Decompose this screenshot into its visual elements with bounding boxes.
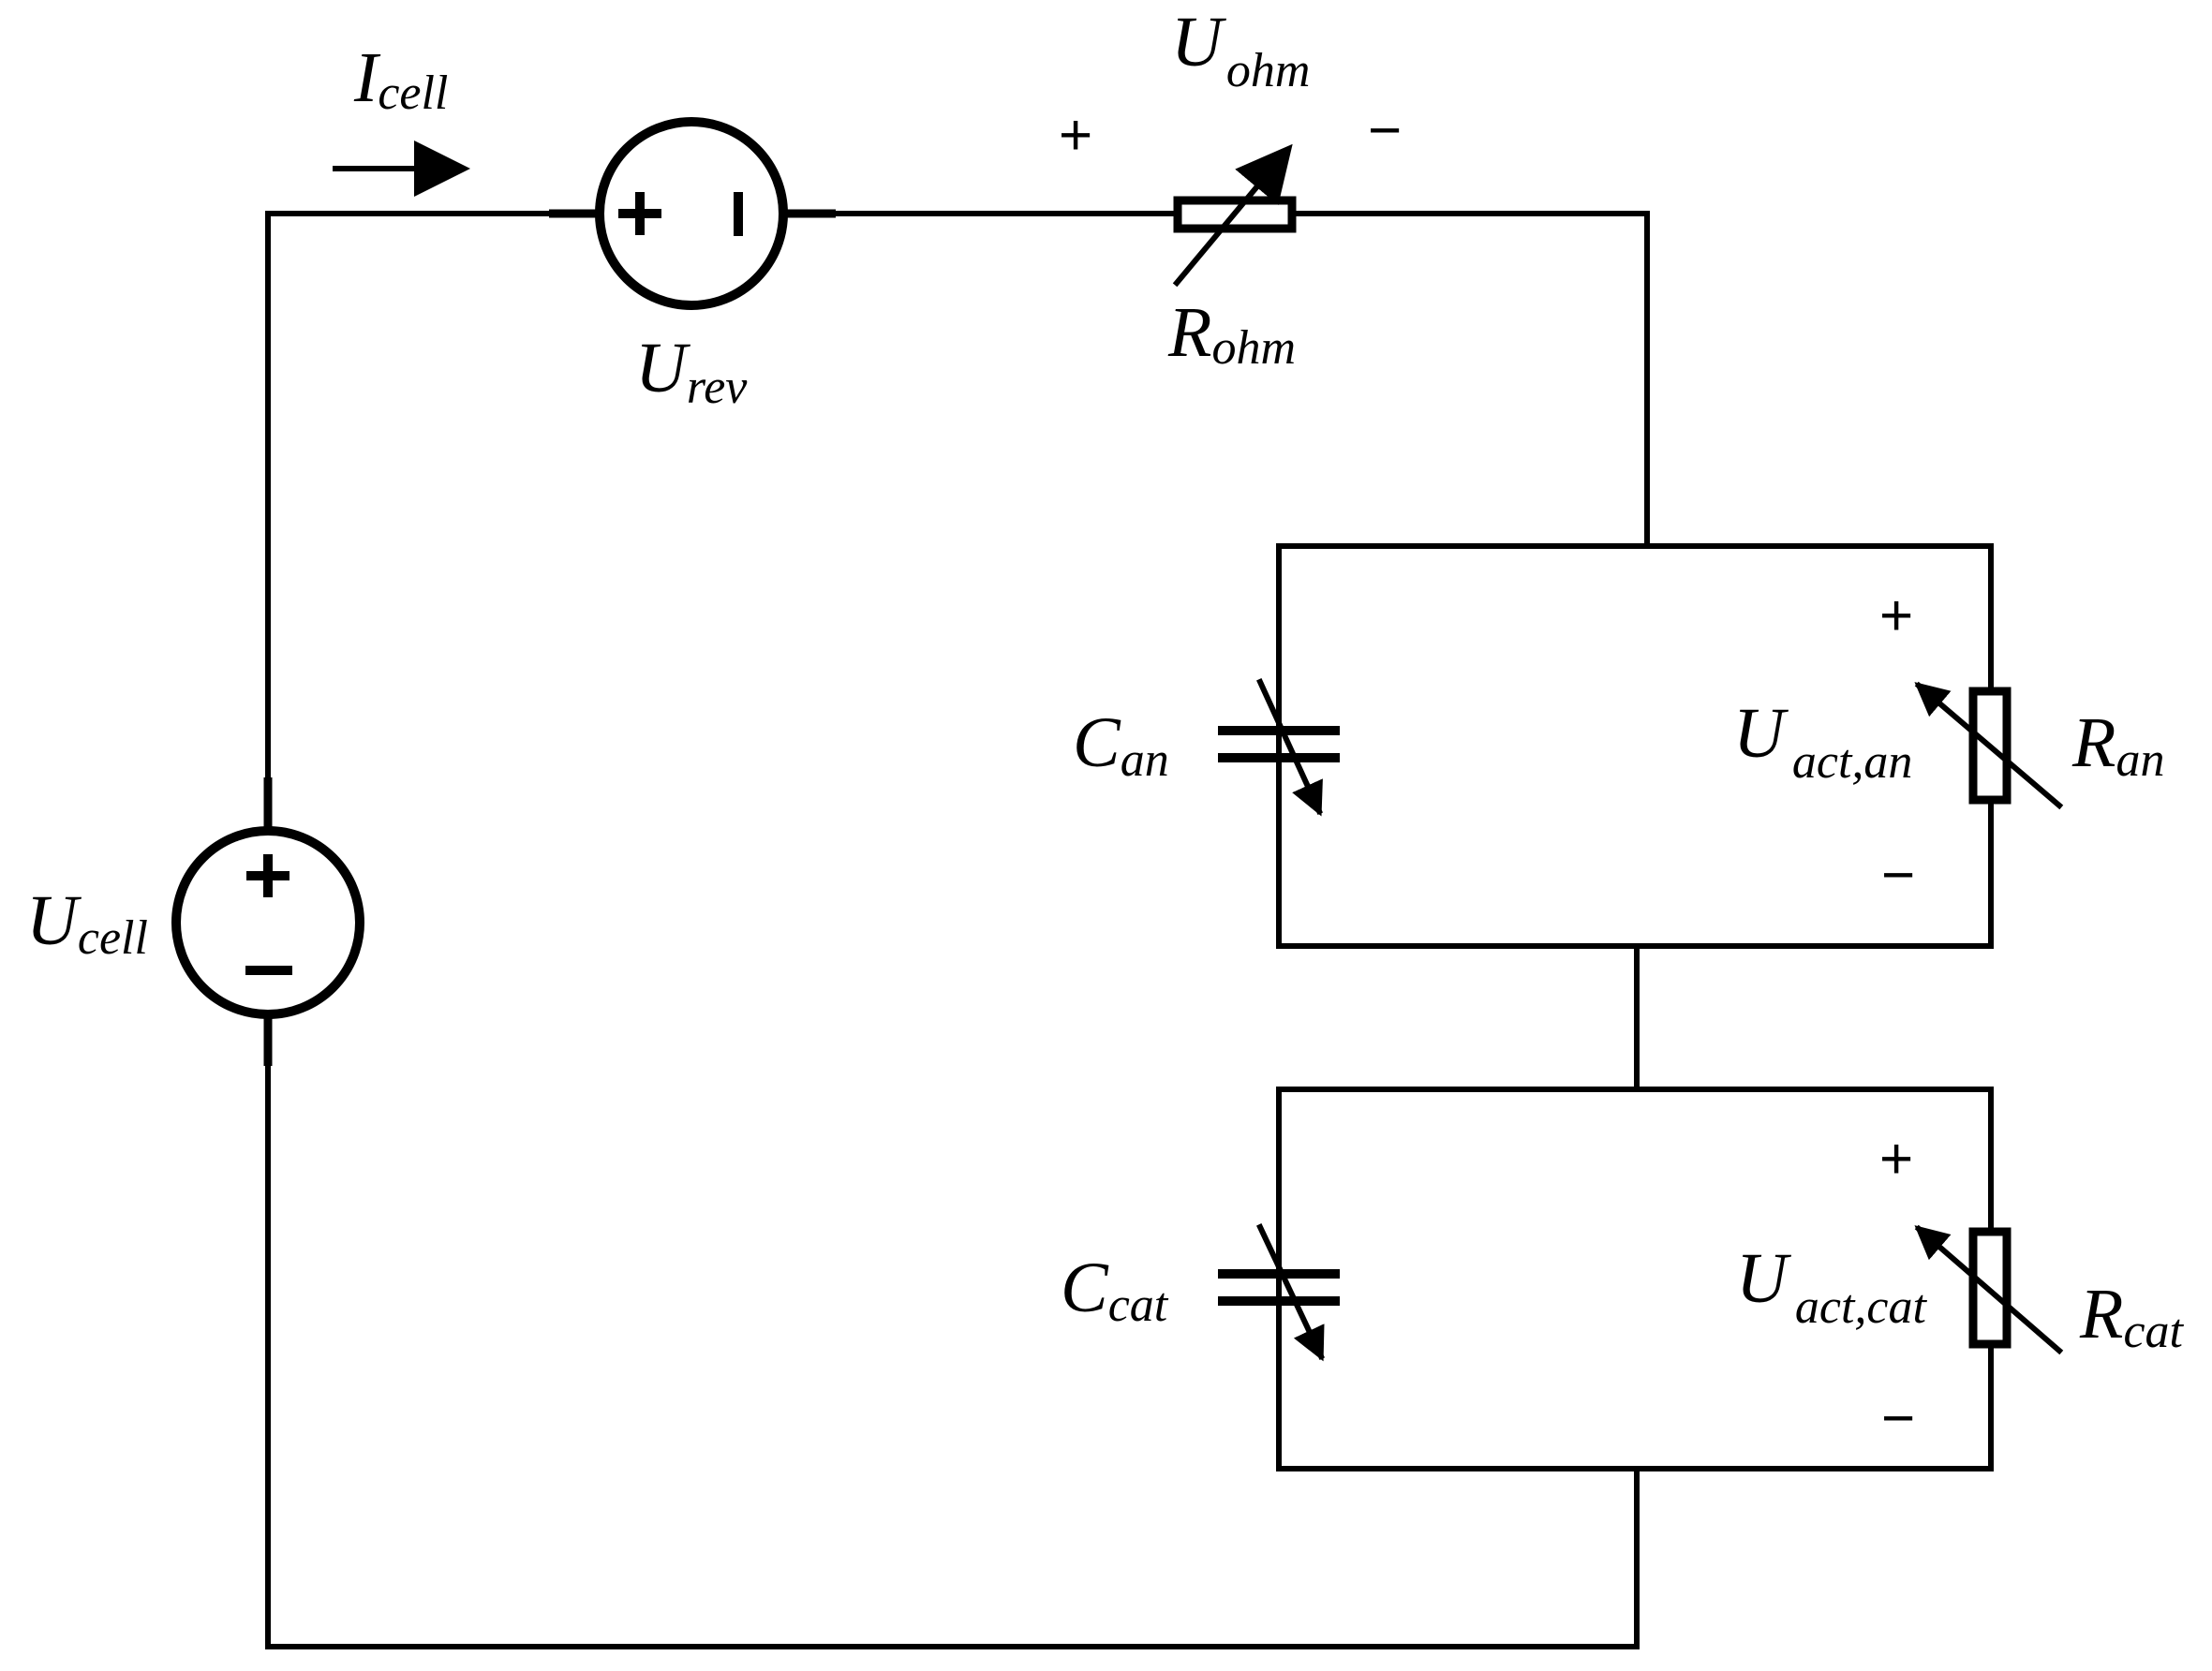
label-r-cat: Rcat [2079,1275,2185,1358]
label-u-ohm: Uohm [1171,3,1310,97]
label-u-rev: Urev [635,329,748,414]
cathode-variable-resistor [1914,1224,2064,1355]
variable-arrow-icon [1256,678,1323,817]
wire-top-right [1292,211,1650,549]
label-r-an: Ran [2071,703,2164,787]
variable-arrow-icon [1256,1223,1325,1362]
cathode-minus-sign: − [1881,1386,1915,1451]
variable-arrow-icon [1914,1224,2064,1355]
plus-icon [246,854,289,897]
plus-icon [618,192,661,235]
label-c-cat: Ccat [1061,1249,1169,1332]
label-u-cell: Ucell [26,881,148,965]
anode-variable-capacitor [1218,678,1340,817]
anode-minus-sign: − [1881,843,1915,908]
cathode-plus-sign: + [1879,1127,1913,1191]
wire-left-bottom [265,1030,1640,1649]
label-c-an: Can [1073,703,1169,787]
anode-variable-resistor [1914,681,2064,810]
ohm-minus-sign: − [1368,98,1402,163]
label-i-cell: Icell [353,38,448,120]
circuit-wires [265,211,1994,1649]
anode-plus-sign: + [1879,584,1913,648]
variable-arrow-icon [1172,143,1293,288]
ohm-plus-sign: + [1059,103,1092,168]
label-r-ohm: Rohm [1167,293,1296,375]
ohmic-variable-resistor [1172,143,1297,288]
cell-voltage-source [171,777,364,1066]
cathode-variable-capacitor [1218,1223,1340,1362]
wire-top-left [265,211,552,827]
variable-arrow-icon [1914,681,2064,810]
reversible-voltage-source [549,117,836,310]
